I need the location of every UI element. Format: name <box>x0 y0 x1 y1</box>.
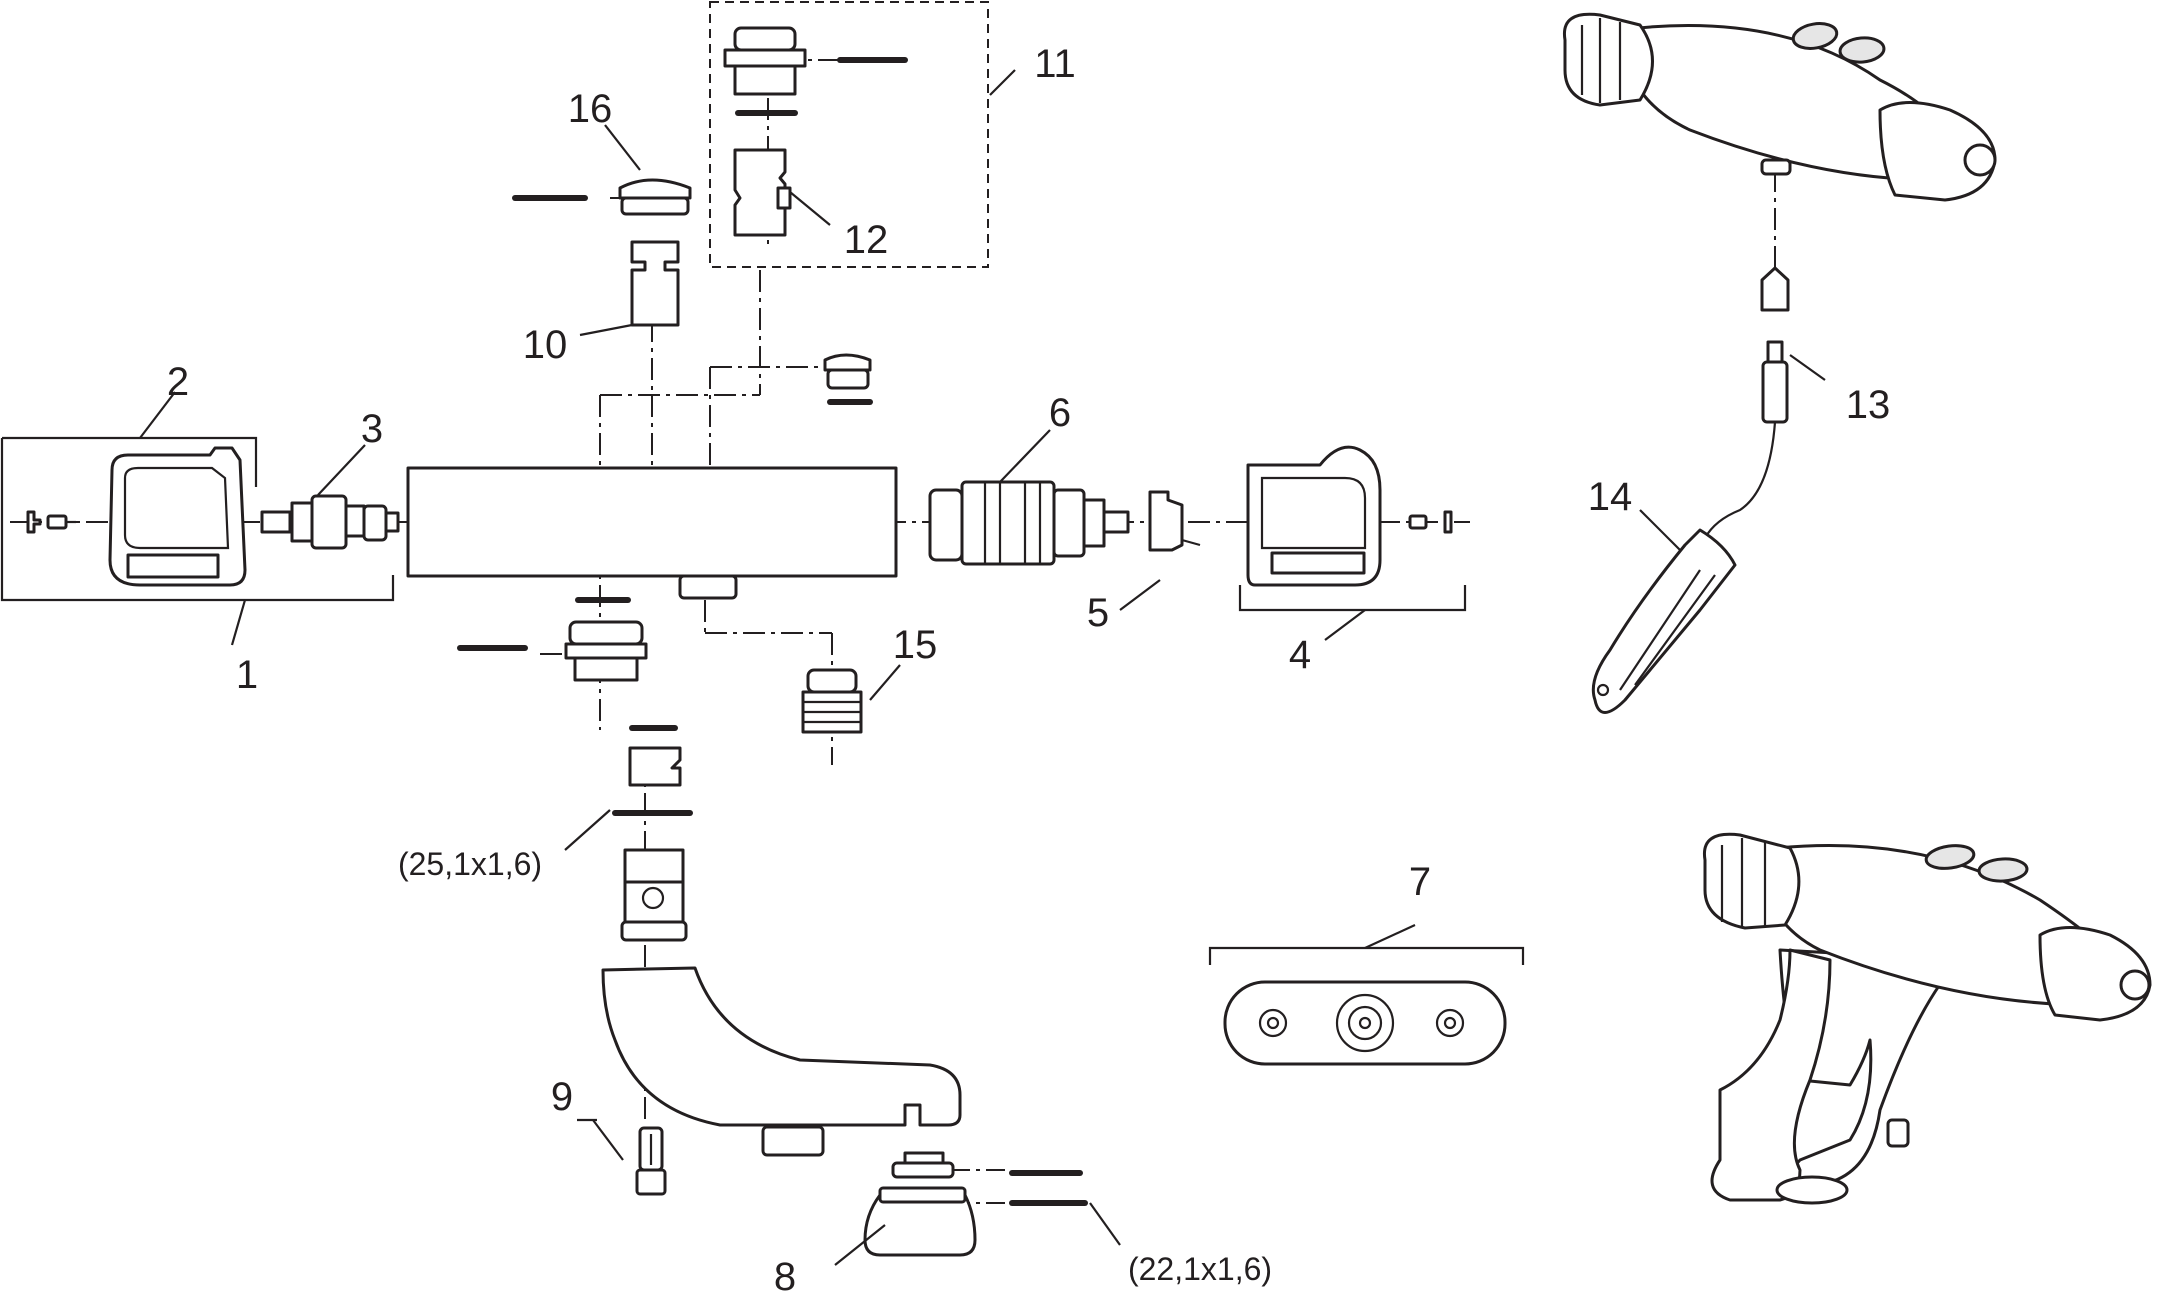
lower-fitting <box>457 597 648 682</box>
diverter-stack <box>612 725 693 942</box>
part-7-plate <box>1223 980 1507 1066</box>
part-14-screwdriver <box>1591 421 1777 714</box>
assembled-mixer-bottom <box>1702 832 2152 1205</box>
callout-9: 9 <box>551 1075 573 1119</box>
dimension-labels: (25,1x1,6) (22,1x1,6) <box>398 846 1272 1287</box>
left-screw <box>26 510 76 534</box>
part-2-handle-left <box>108 446 247 587</box>
callout-8: 8 <box>774 1255 796 1299</box>
leader-lines <box>139 69 1826 1266</box>
callout-14: 14 <box>1588 475 1633 519</box>
part-10-block <box>630 240 680 327</box>
callout-labels: 2 1 3 6 5 4 7 8 9 10 11 12 13 14 15 16 <box>167 42 1890 1299</box>
callout-16: 16 <box>568 87 613 131</box>
spout <box>601 966 962 1157</box>
part-13-tool-tip <box>1760 266 1790 424</box>
callout-6: 6 <box>1049 391 1071 435</box>
callout-10: 10 <box>523 323 568 367</box>
callout-5: 5 <box>1087 591 1109 635</box>
part-11-fitting <box>723 26 908 116</box>
small-cap <box>823 353 873 405</box>
part-16-cap <box>512 178 692 216</box>
callout-12: 12 <box>844 218 889 262</box>
part-5-clip <box>1148 490 1201 552</box>
seal-dimension-large: (25,1x1,6) <box>398 846 542 882</box>
callout-2: 2 <box>167 360 189 404</box>
part-3-spindle <box>260 494 400 550</box>
callout-7: 7 <box>1409 860 1431 904</box>
callout-13: 13 <box>1846 383 1891 427</box>
callout-11: 11 <box>1034 42 1076 86</box>
assembly-11-box <box>709 1 989 268</box>
assembled-mixer-top <box>1562 12 1997 202</box>
right-screw <box>1408 510 1453 534</box>
part-4-handle-right <box>1246 445 1382 587</box>
callout-15: 15 <box>893 623 938 667</box>
callout-3: 3 <box>361 407 383 451</box>
part-9-screw <box>635 1126 667 1196</box>
part-12-valve <box>733 148 792 237</box>
callout-4: 4 <box>1289 633 1311 677</box>
part-15-adapter <box>801 668 863 734</box>
part-6-cartridge <box>928 480 1130 566</box>
seal-dimension-small: (22,1x1,6) <box>1128 1251 1272 1287</box>
part-8-foot <box>863 1151 1088 1257</box>
callout-1: 1 <box>236 653 258 697</box>
main-body <box>406 466 898 600</box>
